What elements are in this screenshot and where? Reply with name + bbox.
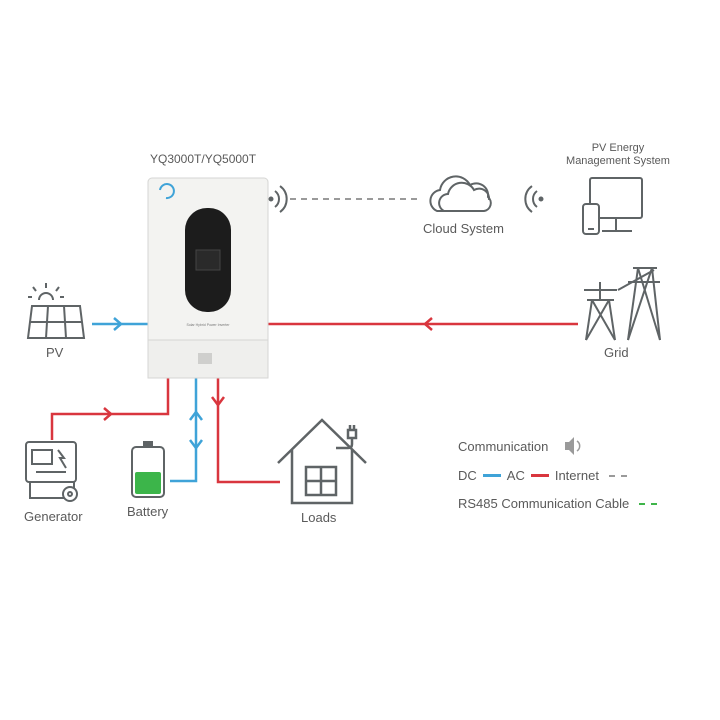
generator-icon [25, 441, 78, 502]
legend-communication-label: Communication [458, 439, 549, 454]
battery-label: Battery [127, 504, 169, 519]
legend-internet-label: Internet [554, 468, 599, 483]
inverter-model-label: YQ3000T/YQ5000T [150, 152, 257, 166]
pems-label: PV Energy Management System [560, 142, 676, 168]
loads-label: Loads [301, 510, 337, 525]
legend-communication: Communication [458, 439, 548, 454]
grid-pylon-icon [584, 267, 661, 341]
plug-icon [336, 425, 358, 450]
legend-ac-label: AC [506, 468, 525, 483]
pems-label-line2: Management System [566, 155, 670, 167]
battery-dc-arrow-down [189, 439, 203, 451]
house-icon [277, 418, 367, 505]
loads-ac-line [216, 378, 280, 484]
grid-ac-arrow [423, 317, 433, 331]
inverter [147, 177, 269, 379]
legend-rs485-label: RS485 Communication Cable [458, 496, 630, 511]
legend-ac-swatch [530, 474, 549, 477]
monitor-icon [589, 177, 643, 232]
battery-icon [131, 441, 165, 498]
cloud-icon [429, 175, 492, 212]
legend-power-lines: DC AC Internet [458, 468, 633, 483]
phone-icon [582, 203, 600, 235]
battery-dc-line [170, 378, 198, 483]
pv-label: PV [46, 345, 64, 360]
generator-ac-arrow [103, 407, 113, 421]
pv-dc-arrow [113, 317, 123, 331]
grid-label: Grid [604, 345, 629, 360]
legend-dc-label: DC [458, 468, 477, 483]
generator-label: Generator [24, 509, 83, 524]
cloud-label: Cloud System [423, 221, 504, 236]
legend-internet-swatch [608, 474, 627, 477]
loads-ac-arrow [211, 396, 225, 408]
legend-rs485: RS485 Communication Cable [458, 496, 663, 511]
inverter-wifi-icon [268, 185, 288, 213]
communication-speaker-icon [565, 437, 581, 455]
generator-ac-line [50, 378, 170, 440]
battery-dc-arrow-up [189, 409, 203, 421]
inverter-logo-icon [159, 183, 175, 200]
pems-label-line1: PV Energy [591, 142, 645, 154]
solar-panel-icon [26, 283, 86, 339]
inverter-front-text: Solar Hybrid Power Inverter [187, 323, 231, 327]
legend-rs485-swatch [639, 502, 658, 505]
legend-dc-swatch [482, 474, 501, 477]
pems-wifi-icon [524, 185, 544, 213]
